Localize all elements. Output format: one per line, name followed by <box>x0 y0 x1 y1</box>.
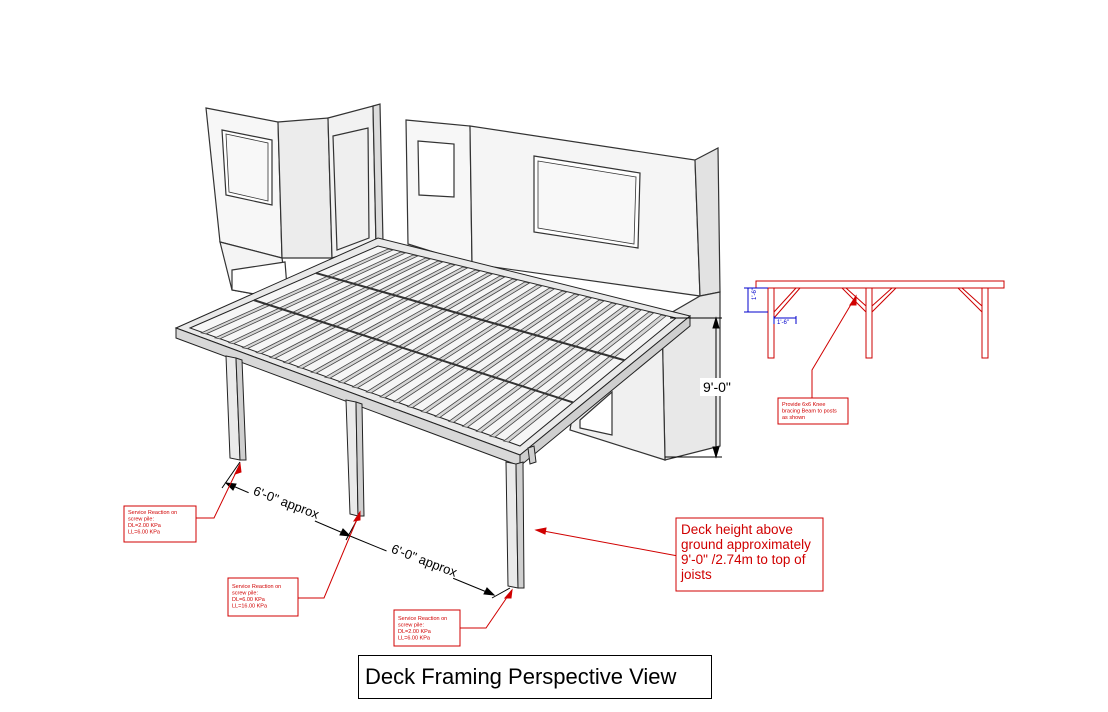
note-line: DL=2.00 KPa <box>128 523 162 529</box>
joist <box>200 248 395 335</box>
note-line: LL=6.00 KPa <box>128 530 161 536</box>
joist <box>213 251 407 340</box>
joist <box>241 257 432 350</box>
note-line: DL=6.00 KPa <box>232 597 266 603</box>
note-line: LL=6.00 KPa <box>398 636 431 642</box>
note-line: screw pile: <box>128 517 154 523</box>
joist <box>296 269 481 369</box>
joist <box>255 260 444 355</box>
leader-lines <box>196 294 857 629</box>
joist <box>268 263 457 359</box>
joist <box>475 308 643 433</box>
note-line: screw pile: <box>232 591 258 597</box>
note-line: bracing Beam to posts <box>782 409 837 415</box>
note-line: joists <box>680 567 712 582</box>
brace-vertical-label: 1'-6" <box>752 288 758 300</box>
joist <box>379 287 556 399</box>
joist <box>420 296 593 414</box>
height-dimension-label: 9'-0" <box>703 379 731 395</box>
knee-brace-elevation <box>755 280 1005 359</box>
deck-posts <box>225 355 537 589</box>
joist <box>406 293 581 409</box>
joist <box>227 254 419 345</box>
joist <box>323 275 506 379</box>
note-line: Deck height above <box>681 522 793 537</box>
note-line: ground approximately <box>681 537 811 552</box>
note-line: screw pile: <box>398 623 424 629</box>
brace-dimensions <box>744 287 797 324</box>
note-line: 9'-0" /2.74m to top of <box>681 552 806 567</box>
joist <box>310 272 494 374</box>
brace-horizontal-label: 1'-6" <box>777 320 789 326</box>
blocking-line <box>253 299 574 404</box>
joist <box>351 281 531 389</box>
note-line: DL=2.00 KPa <box>398 629 432 635</box>
note-line: LL=16.00 KPa <box>232 604 268 610</box>
joist <box>461 305 630 428</box>
note-line: Service Reaction on <box>398 616 447 622</box>
joist <box>392 290 568 404</box>
drawing-title: Deck Framing Perspective View <box>358 655 712 699</box>
blocking-line <box>315 272 625 362</box>
joist <box>502 314 667 443</box>
note-line: Service Reaction on <box>232 584 281 590</box>
joist <box>365 284 543 394</box>
joist <box>434 299 605 418</box>
joist <box>337 278 519 384</box>
joist <box>282 266 469 364</box>
joist <box>489 311 655 438</box>
note-line: as shown <box>782 415 805 421</box>
deck-joists <box>200 248 667 443</box>
joist <box>447 302 618 423</box>
note-line: Provide 6x6 Knee <box>782 402 825 408</box>
note-line: Service Reaction on <box>128 510 177 516</box>
